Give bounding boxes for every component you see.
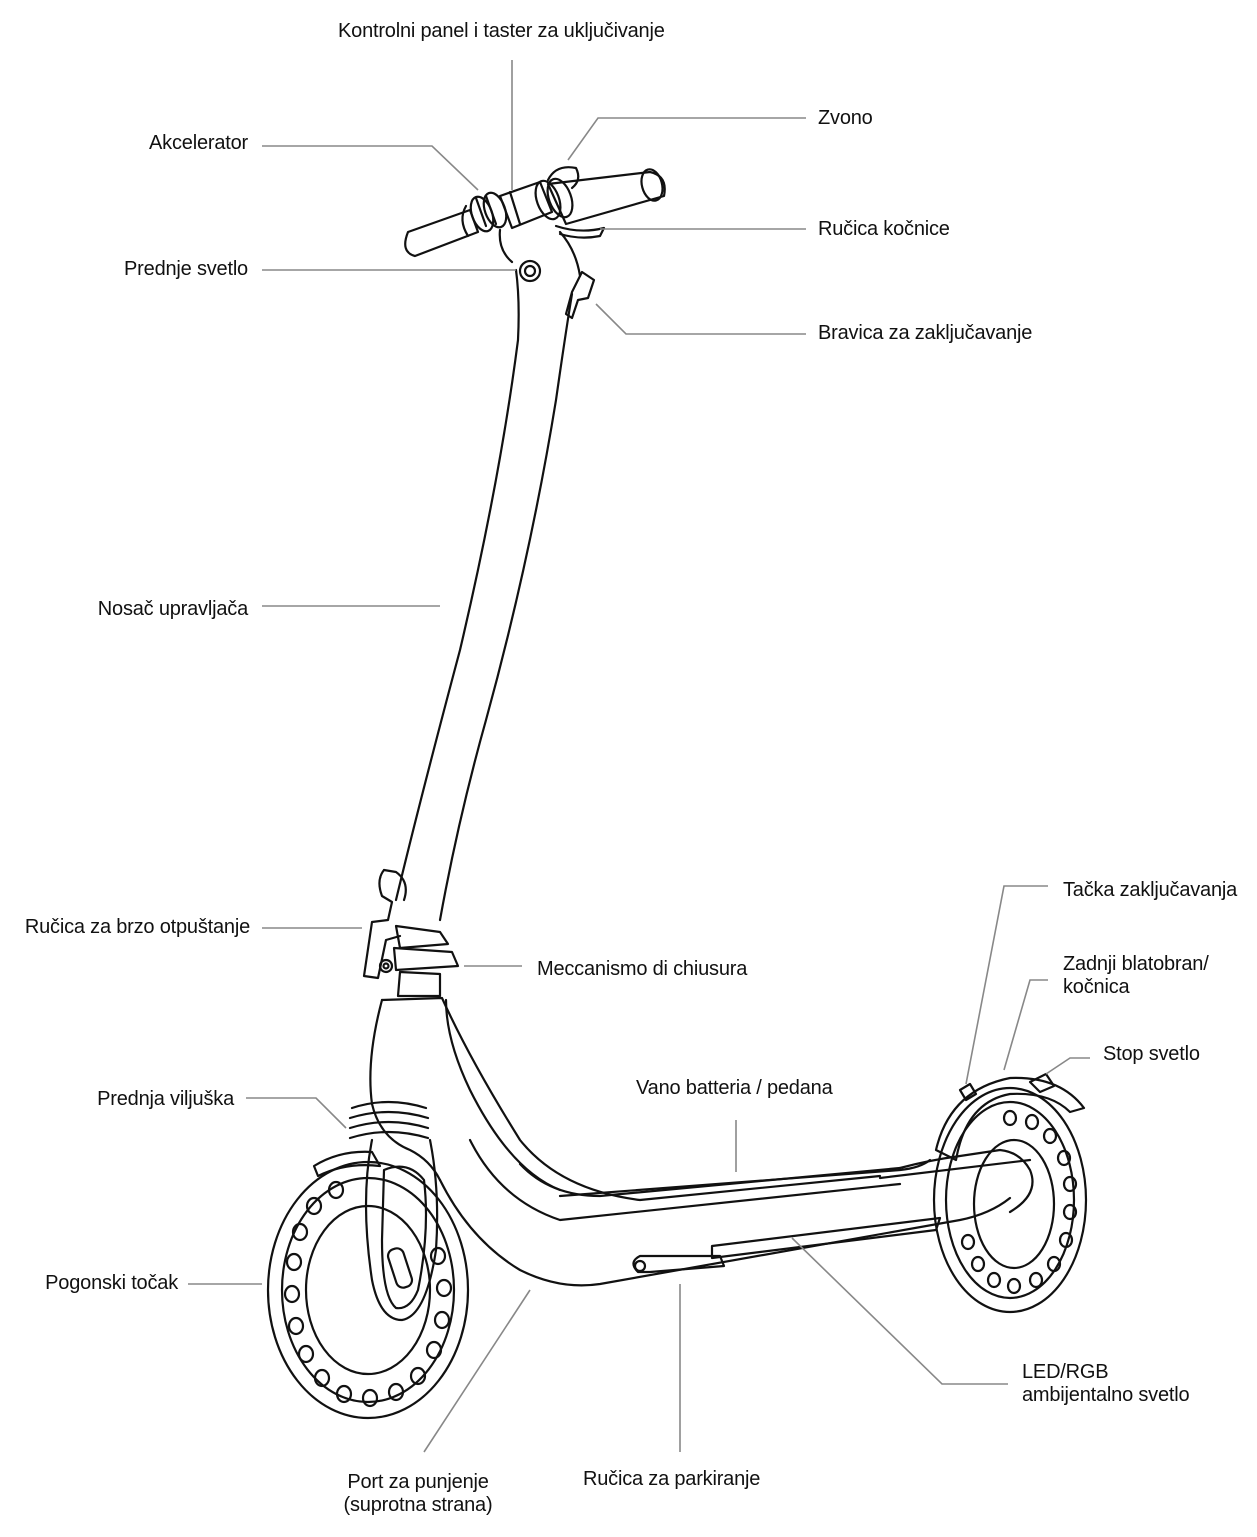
leader-akcelerator — [262, 146, 478, 190]
label-stop-svetlo: Stop svetlo — [1103, 1043, 1200, 1066]
label-prednje-svetlo: Prednje svetlo — [40, 258, 248, 281]
leader-led — [792, 1238, 1008, 1384]
leader-viljuska — [246, 1098, 346, 1128]
head-tube — [500, 230, 594, 318]
steering-stem — [364, 270, 572, 996]
leader-lines — [188, 60, 1090, 1452]
rear-wheel — [934, 1074, 1086, 1312]
label-tacka-zakljucavanja: Tačka zaključavanja — [1063, 879, 1237, 902]
label-prednja-viljuska: Prednja viljuška — [40, 1088, 234, 1111]
label-port-line1: Port za punjenje — [326, 1471, 510, 1494]
label-kontrolni-panel: Kontrolni panel i taster za uključivanje — [338, 20, 665, 43]
label-led-line2: ambijentalno svetlo — [1022, 1384, 1189, 1407]
label-akcelerator: Akcelerator — [60, 132, 248, 155]
label-zadnji-blatobran: Zadnji blatobran/ kočnica — [1063, 953, 1209, 999]
label-rucica-brzo: Ručica za brzo otpuštanje — [0, 916, 250, 939]
label-vano-batteria: Vano batteria / pedana — [636, 1077, 833, 1100]
label-rucica-parkiranje: Ručica za parkiranje — [583, 1468, 760, 1491]
handlebar — [405, 167, 666, 256]
leader-bravica — [596, 304, 806, 334]
leader-zvono — [568, 118, 806, 160]
label-port-za-punjenje: Port za punjenje (suprotna strana) — [326, 1471, 510, 1517]
label-bravica: Bravica za zaključavanje — [818, 322, 1032, 345]
leader-tacka — [966, 886, 1048, 1084]
leader-stop — [1046, 1058, 1090, 1074]
label-zadnji-blatobran-line2: kočnica — [1063, 976, 1209, 999]
label-zvono: Zvono — [818, 107, 873, 130]
label-led-line1: LED/RGB — [1022, 1361, 1189, 1384]
front-wheel — [268, 1162, 468, 1418]
label-port-line2: (suprotna strana) — [326, 1494, 510, 1517]
front-light — [520, 261, 540, 281]
label-led-rgb: LED/RGB ambijentalno svetlo — [1022, 1361, 1189, 1407]
frame — [314, 998, 880, 1320]
leader-blatobran — [1004, 980, 1048, 1070]
label-rucica-kocnice: Ručica kočnice — [818, 218, 950, 241]
label-pogonski-tocak: Pogonski točak — [10, 1272, 178, 1295]
leader-port — [424, 1290, 530, 1452]
label-nosac-upravljaca: Nosač upravljača — [40, 598, 248, 621]
label-meccanismo: Meccanismo di chiusura — [537, 958, 747, 981]
label-zadnji-blatobran-line1: Zadnji blatobran/ — [1063, 953, 1209, 976]
